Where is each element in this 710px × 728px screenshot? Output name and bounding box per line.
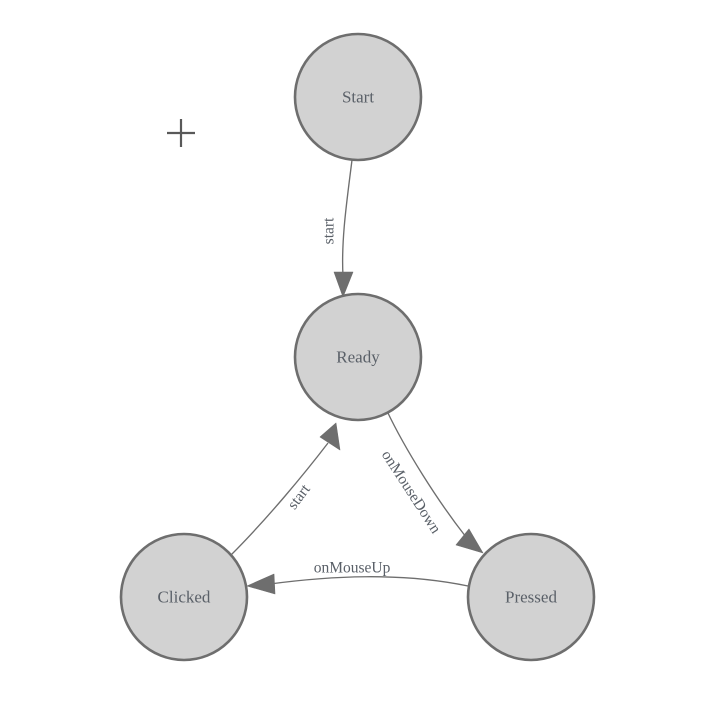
edge-start-to-ready[interactable]: start <box>321 159 354 298</box>
node-clicked-circle[interactable] <box>119 532 249 662</box>
node-ready-circle[interactable] <box>293 292 423 422</box>
node-ready[interactable]: Ready <box>293 292 423 422</box>
node-clicked-label: Clicked <box>158 588 211 607</box>
node-ready-label: Ready <box>336 348 380 367</box>
edge-label-clicked-to-ready: start <box>284 481 314 513</box>
node-clicked[interactable]: Clicked <box>119 532 249 662</box>
node-pressed-circle[interactable] <box>466 532 596 662</box>
node-start-label: Start <box>342 88 374 107</box>
crosshair-icon <box>167 119 195 147</box>
edge-pressed-to-clicked[interactable]: onMouseUp <box>246 560 469 595</box>
edge-ready-to-pressed[interactable]: onMouseDown <box>378 410 484 554</box>
edge-clicked-to-ready[interactable]: start <box>230 422 341 556</box>
node-pressed[interactable]: Pressed <box>466 532 596 662</box>
node-pressed-label: Pressed <box>505 588 557 607</box>
edge-label-start-to-ready: start <box>321 217 338 244</box>
node-start[interactable]: Start <box>293 32 423 162</box>
edge-label-pressed-to-clicked: onMouseUp <box>314 560 391 577</box>
node-start-circle[interactable] <box>293 32 423 162</box>
